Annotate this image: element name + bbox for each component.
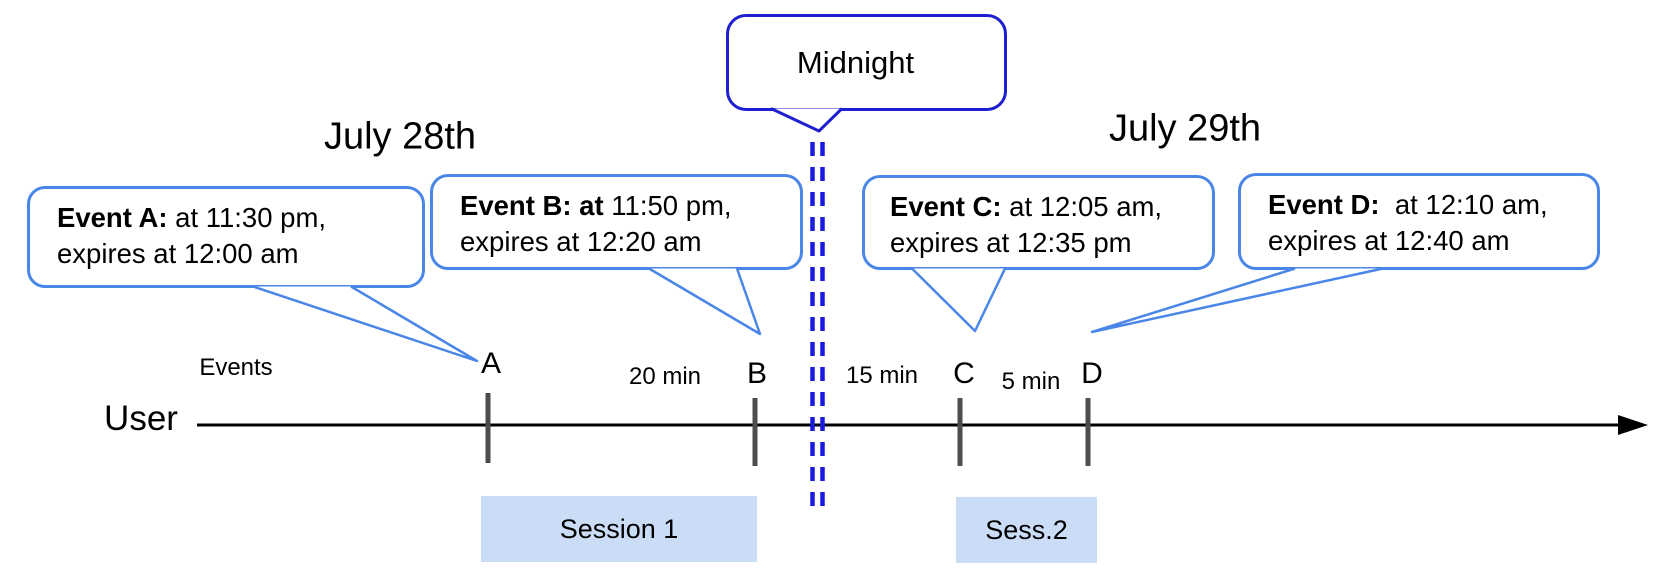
event-d-line2: expires at 12:40 am: [1268, 225, 1510, 256]
gap-label-5min: 5 min: [1001, 368, 1061, 395]
event-c-line2: expires at 12:35 pm: [890, 227, 1132, 258]
event-b-line1: Event B: at 11:50 pm,: [460, 190, 732, 221]
midnight-callout-pointer: [770, 107, 844, 133]
midnight-label: Midnight: [796, 44, 915, 80]
events-axis-label: Events: [199, 354, 273, 381]
tick-label-d: D: [1081, 357, 1103, 390]
event-b-line2: expires at 12:20 am: [460, 226, 702, 257]
tick-label-b: B: [746, 357, 768, 390]
midnight-callout: Midnight: [726, 14, 1007, 111]
event-b-bubble-tail: [648, 267, 762, 336]
event-a-bubble-tail: [252, 285, 479, 363]
event-b-bubble: Event B: at 11:50 pm, expires at 12:20 a…: [430, 174, 803, 270]
event-c-bubble-tail: [911, 267, 1007, 333]
tick-label-a: A: [480, 347, 502, 380]
session-1-box: Session 1: [481, 496, 757, 562]
event-d-bubble: Event D: at 12:10 am, expires at 12:40 a…: [1238, 173, 1600, 270]
event-c-line1: Event C: at 12:05 am,: [890, 191, 1163, 222]
event-a-bubble: Event A: at 11:30 pm, expires at 12:00 a…: [27, 186, 425, 288]
event-d-line1: Event D: at 12:10 am,: [1268, 189, 1548, 220]
timeline-arrowhead-icon: [1618, 415, 1648, 435]
session-2-box: Sess.2: [956, 497, 1097, 563]
gap-label-15min: 15 min: [845, 362, 919, 389]
gap-label-20min: 20 min: [628, 363, 702, 390]
event-c-bubble: Event C: at 12:05 am, expires at 12:35 p…: [862, 175, 1215, 270]
date-title-july-28: July 28th: [323, 115, 477, 158]
event-a-line1: Event A: at 11:30 pm,: [57, 202, 327, 233]
session-1-label: Session 1: [559, 513, 679, 544]
event-d-bubble-tail: [1090, 267, 1384, 334]
event-a-line2: expires at 12:00 am: [57, 238, 299, 269]
user-axis-label: User: [104, 399, 178, 438]
date-title-july-29: July 29th: [1108, 107, 1262, 150]
tick-label-c: C: [953, 357, 975, 390]
session-2-label: Sess.2: [985, 514, 1068, 545]
